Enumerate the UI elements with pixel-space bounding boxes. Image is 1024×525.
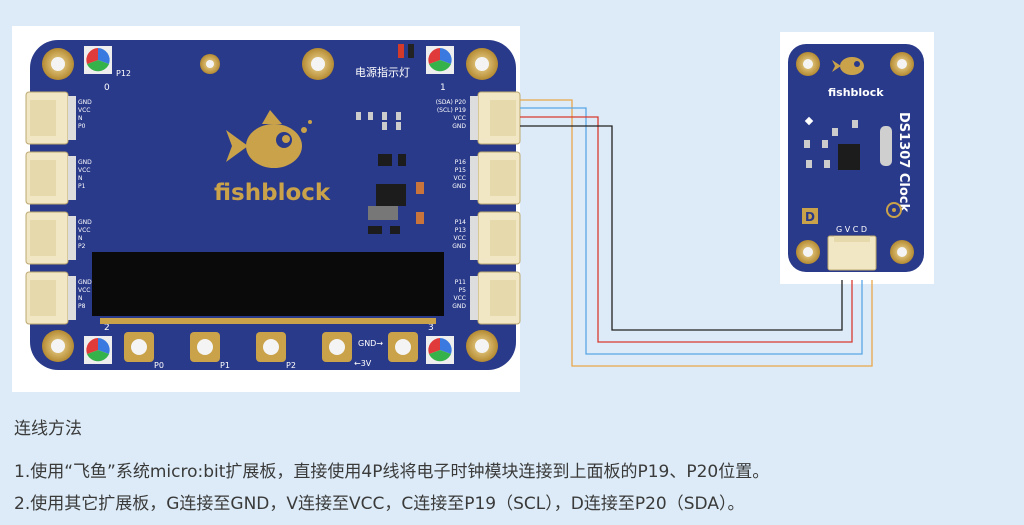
port-pin-label: GND bbox=[452, 183, 466, 190]
module-fish-logo bbox=[832, 57, 864, 75]
mounting-hole bbox=[796, 52, 820, 76]
wire-orange bbox=[520, 99, 873, 367]
port-pin-label: P14 bbox=[455, 219, 466, 226]
left-port-1 bbox=[25, 151, 76, 205]
port-pin-label: P13 bbox=[455, 227, 466, 234]
port-pin-label: GND bbox=[452, 123, 466, 130]
corner-number-0: 0 bbox=[104, 83, 110, 93]
port-pin-label: GND bbox=[452, 303, 466, 310]
corner-number-2: 2 bbox=[104, 323, 110, 333]
port-pin-label: VCC bbox=[78, 107, 90, 114]
port-pin-label: P15 bbox=[455, 167, 466, 174]
port-pin-label: P0 bbox=[78, 123, 86, 130]
port-pin-label: P8 bbox=[78, 303, 86, 310]
port-pin-label: P1 bbox=[78, 183, 86, 190]
bottom-pad-3v bbox=[388, 332, 418, 362]
module-components bbox=[804, 116, 892, 170]
right-port-1 bbox=[470, 151, 521, 205]
ds1307-module: fishblock DS1307 Clock D G V C D bbox=[788, 44, 924, 272]
port-pin-label: N bbox=[78, 235, 83, 242]
port-pin-label: VCC bbox=[454, 235, 466, 242]
pcb-components bbox=[356, 112, 424, 234]
port-pin-label: (SCL) P19 bbox=[437, 107, 466, 114]
port-pin-label: GND bbox=[78, 99, 92, 106]
port-pin-label: VCC bbox=[454, 175, 466, 182]
right-port-2 bbox=[470, 211, 521, 265]
rgb-led bbox=[84, 336, 112, 364]
port-pin-label: P2 bbox=[78, 243, 86, 250]
type-badge bbox=[802, 208, 818, 224]
mounting-hole bbox=[466, 330, 498, 362]
right-port-0 bbox=[470, 91, 521, 145]
3v-label: ←3V bbox=[354, 359, 372, 368]
instruction-step-1: 1.使用“飞鱼”系统micro:bit扩展板，直接使用4P线将电子时钟模块连接到… bbox=[14, 462, 770, 482]
port-pin-label: GND bbox=[452, 243, 466, 250]
port-pin-label: GND bbox=[78, 159, 92, 166]
corner-number-3: 3 bbox=[428, 323, 434, 333]
power-led bbox=[398, 44, 404, 58]
mounting-hole bbox=[42, 48, 74, 80]
wire-red bbox=[520, 116, 853, 343]
resistor bbox=[408, 44, 414, 58]
instruction-step-2: 2.使用其它扩展板，G连接至GND，V连接至VCC，C连接至P19（SCL），D… bbox=[14, 494, 745, 514]
pad-label-p2: P2 bbox=[286, 361, 296, 370]
mounting-hole bbox=[200, 54, 220, 74]
right-port-3 bbox=[470, 271, 521, 325]
wires bbox=[520, 99, 873, 367]
section-title: 连线方法 bbox=[14, 419, 82, 439]
port-pin-label: N bbox=[78, 175, 83, 182]
module-brand: fishblock bbox=[828, 86, 884, 99]
port-pin-label: (SDA) P20 bbox=[436, 99, 466, 106]
port-pin-label: VCC bbox=[454, 295, 466, 302]
port-pin-label: VCC bbox=[78, 287, 90, 294]
mounting-hole bbox=[890, 240, 914, 264]
pad-label-p0: P0 bbox=[154, 361, 164, 370]
microbit-slot bbox=[92, 252, 444, 316]
wire-black bbox=[520, 125, 843, 331]
port-pin-label: N bbox=[78, 115, 83, 122]
rgb-led bbox=[426, 46, 454, 74]
port-pin-label: VCC bbox=[454, 115, 466, 122]
board-brand: fishblock bbox=[214, 180, 331, 206]
fish-logo bbox=[226, 110, 312, 168]
bottom-pad-p0 bbox=[124, 332, 154, 362]
slot-contacts bbox=[100, 318, 436, 324]
port-pin-label: N bbox=[78, 295, 83, 302]
port-pin-label: P16 bbox=[455, 159, 466, 166]
gnd-arrow-label: GND→ bbox=[358, 339, 383, 348]
bottom-pad-gnd bbox=[322, 332, 352, 362]
left-port-0 bbox=[25, 91, 76, 145]
left-port-2 bbox=[25, 211, 76, 265]
left-port-3 bbox=[25, 271, 76, 325]
rgb-led bbox=[426, 336, 454, 364]
bottom-pad-p2 bbox=[256, 332, 286, 362]
port-pin-label: VCC bbox=[78, 167, 90, 174]
port-pin-label: P11 bbox=[455, 279, 466, 286]
power-led-label: 电源指示灯 bbox=[355, 65, 410, 79]
p12-label: P12 bbox=[116, 69, 131, 78]
type-letter: D bbox=[805, 210, 815, 224]
pad-label-p1: P1 bbox=[220, 361, 230, 370]
module-connector-pins bbox=[834, 236, 870, 242]
module-name: DS1307 Clock bbox=[896, 112, 911, 212]
mounting-hole bbox=[890, 52, 914, 76]
expansion-board: 0 1 2 3 P12 电源指示灯 bbox=[25, 40, 521, 370]
bottom-pad-p1 bbox=[190, 332, 220, 362]
mounting-hole bbox=[466, 48, 498, 80]
mounting-hole bbox=[302, 48, 334, 80]
gear-icon bbox=[886, 202, 902, 218]
wire-blue bbox=[520, 107, 863, 355]
port-pin-label: GND bbox=[78, 219, 92, 226]
corner-number-1: 1 bbox=[440, 83, 446, 93]
mounting-hole bbox=[796, 240, 820, 264]
mounting-hole bbox=[42, 330, 74, 362]
module-pin-label: G V C D bbox=[836, 225, 867, 234]
port-pin-label: VCC bbox=[78, 227, 90, 234]
wiring-diagram: 0 1 2 3 P12 电源指示灯 bbox=[12, 26, 934, 392]
port-pin-label: P5 bbox=[459, 287, 467, 294]
rgb-led bbox=[84, 46, 112, 74]
port-pin-label: GND bbox=[78, 279, 92, 286]
